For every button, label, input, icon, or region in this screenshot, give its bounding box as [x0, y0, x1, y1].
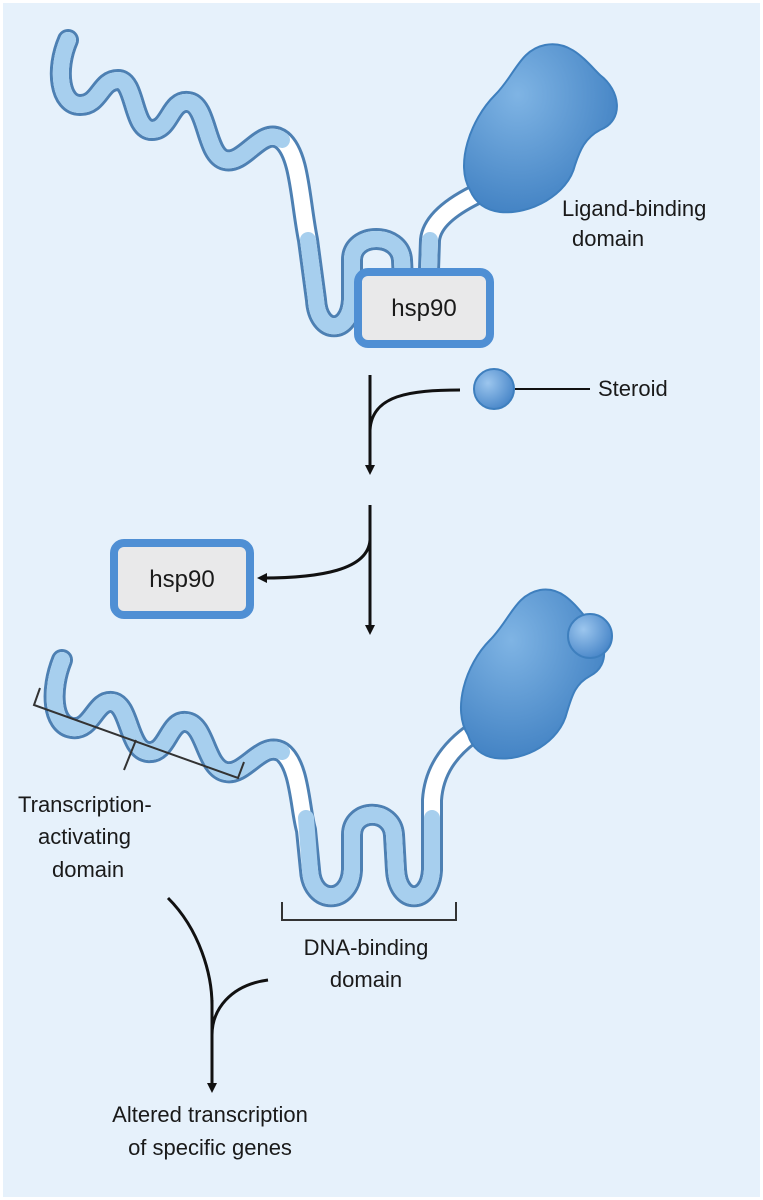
- steroid-incoming-curve: [368, 388, 461, 431]
- steroid-label: Steroid: [598, 376, 668, 401]
- dna-binding-label-line2: domain: [330, 967, 402, 992]
- transcription-activating-label-line1: Transcription-: [18, 792, 152, 817]
- ligand-binding-label-line1: Ligand-binding: [562, 196, 706, 221]
- altered-transcription-label-line2: of specific genes: [128, 1135, 292, 1160]
- ligand-binding-label-line2: domain: [572, 226, 644, 251]
- hsp90-outgoing-curve: [257, 539, 372, 583]
- steroid-binding-arrow: [365, 375, 461, 475]
- inactive-receptor: hsp90: [49, 29, 618, 348]
- dna-binding-label-line1: DNA-binding: [304, 935, 429, 960]
- transcription-activating-label-line3: domain: [52, 857, 124, 882]
- steroid-molecule: [473, 368, 515, 410]
- hsp90-box-bound: [354, 268, 494, 348]
- ligand-binding-domain-blob: [463, 43, 618, 214]
- hsp90-release-arrow: [257, 505, 375, 635]
- transcription-activating-segment-top: [52, 32, 290, 169]
- transcription-activating-label-line2: activating: [38, 824, 131, 849]
- transcription-arrow: [166, 896, 269, 1093]
- dna-binding-bracket: [281, 902, 457, 921]
- transcription-activating-segment-bottom: [46, 652, 290, 781]
- hsp90-box-released: [110, 539, 254, 619]
- active-receptor: [43, 588, 613, 908]
- steroid-bound: [567, 613, 613, 659]
- hsp90-label-released: hsp90: [149, 566, 214, 593]
- dna-binding-segment-bottom: [298, 806, 440, 905]
- hsp90-label-bound: hsp90: [391, 295, 456, 322]
- transcription-activating-bracket: [32, 687, 245, 780]
- altered-transcription-label-line1: Altered transcription: [112, 1102, 308, 1127]
- arrow-from-activating-domain: [166, 896, 214, 1006]
